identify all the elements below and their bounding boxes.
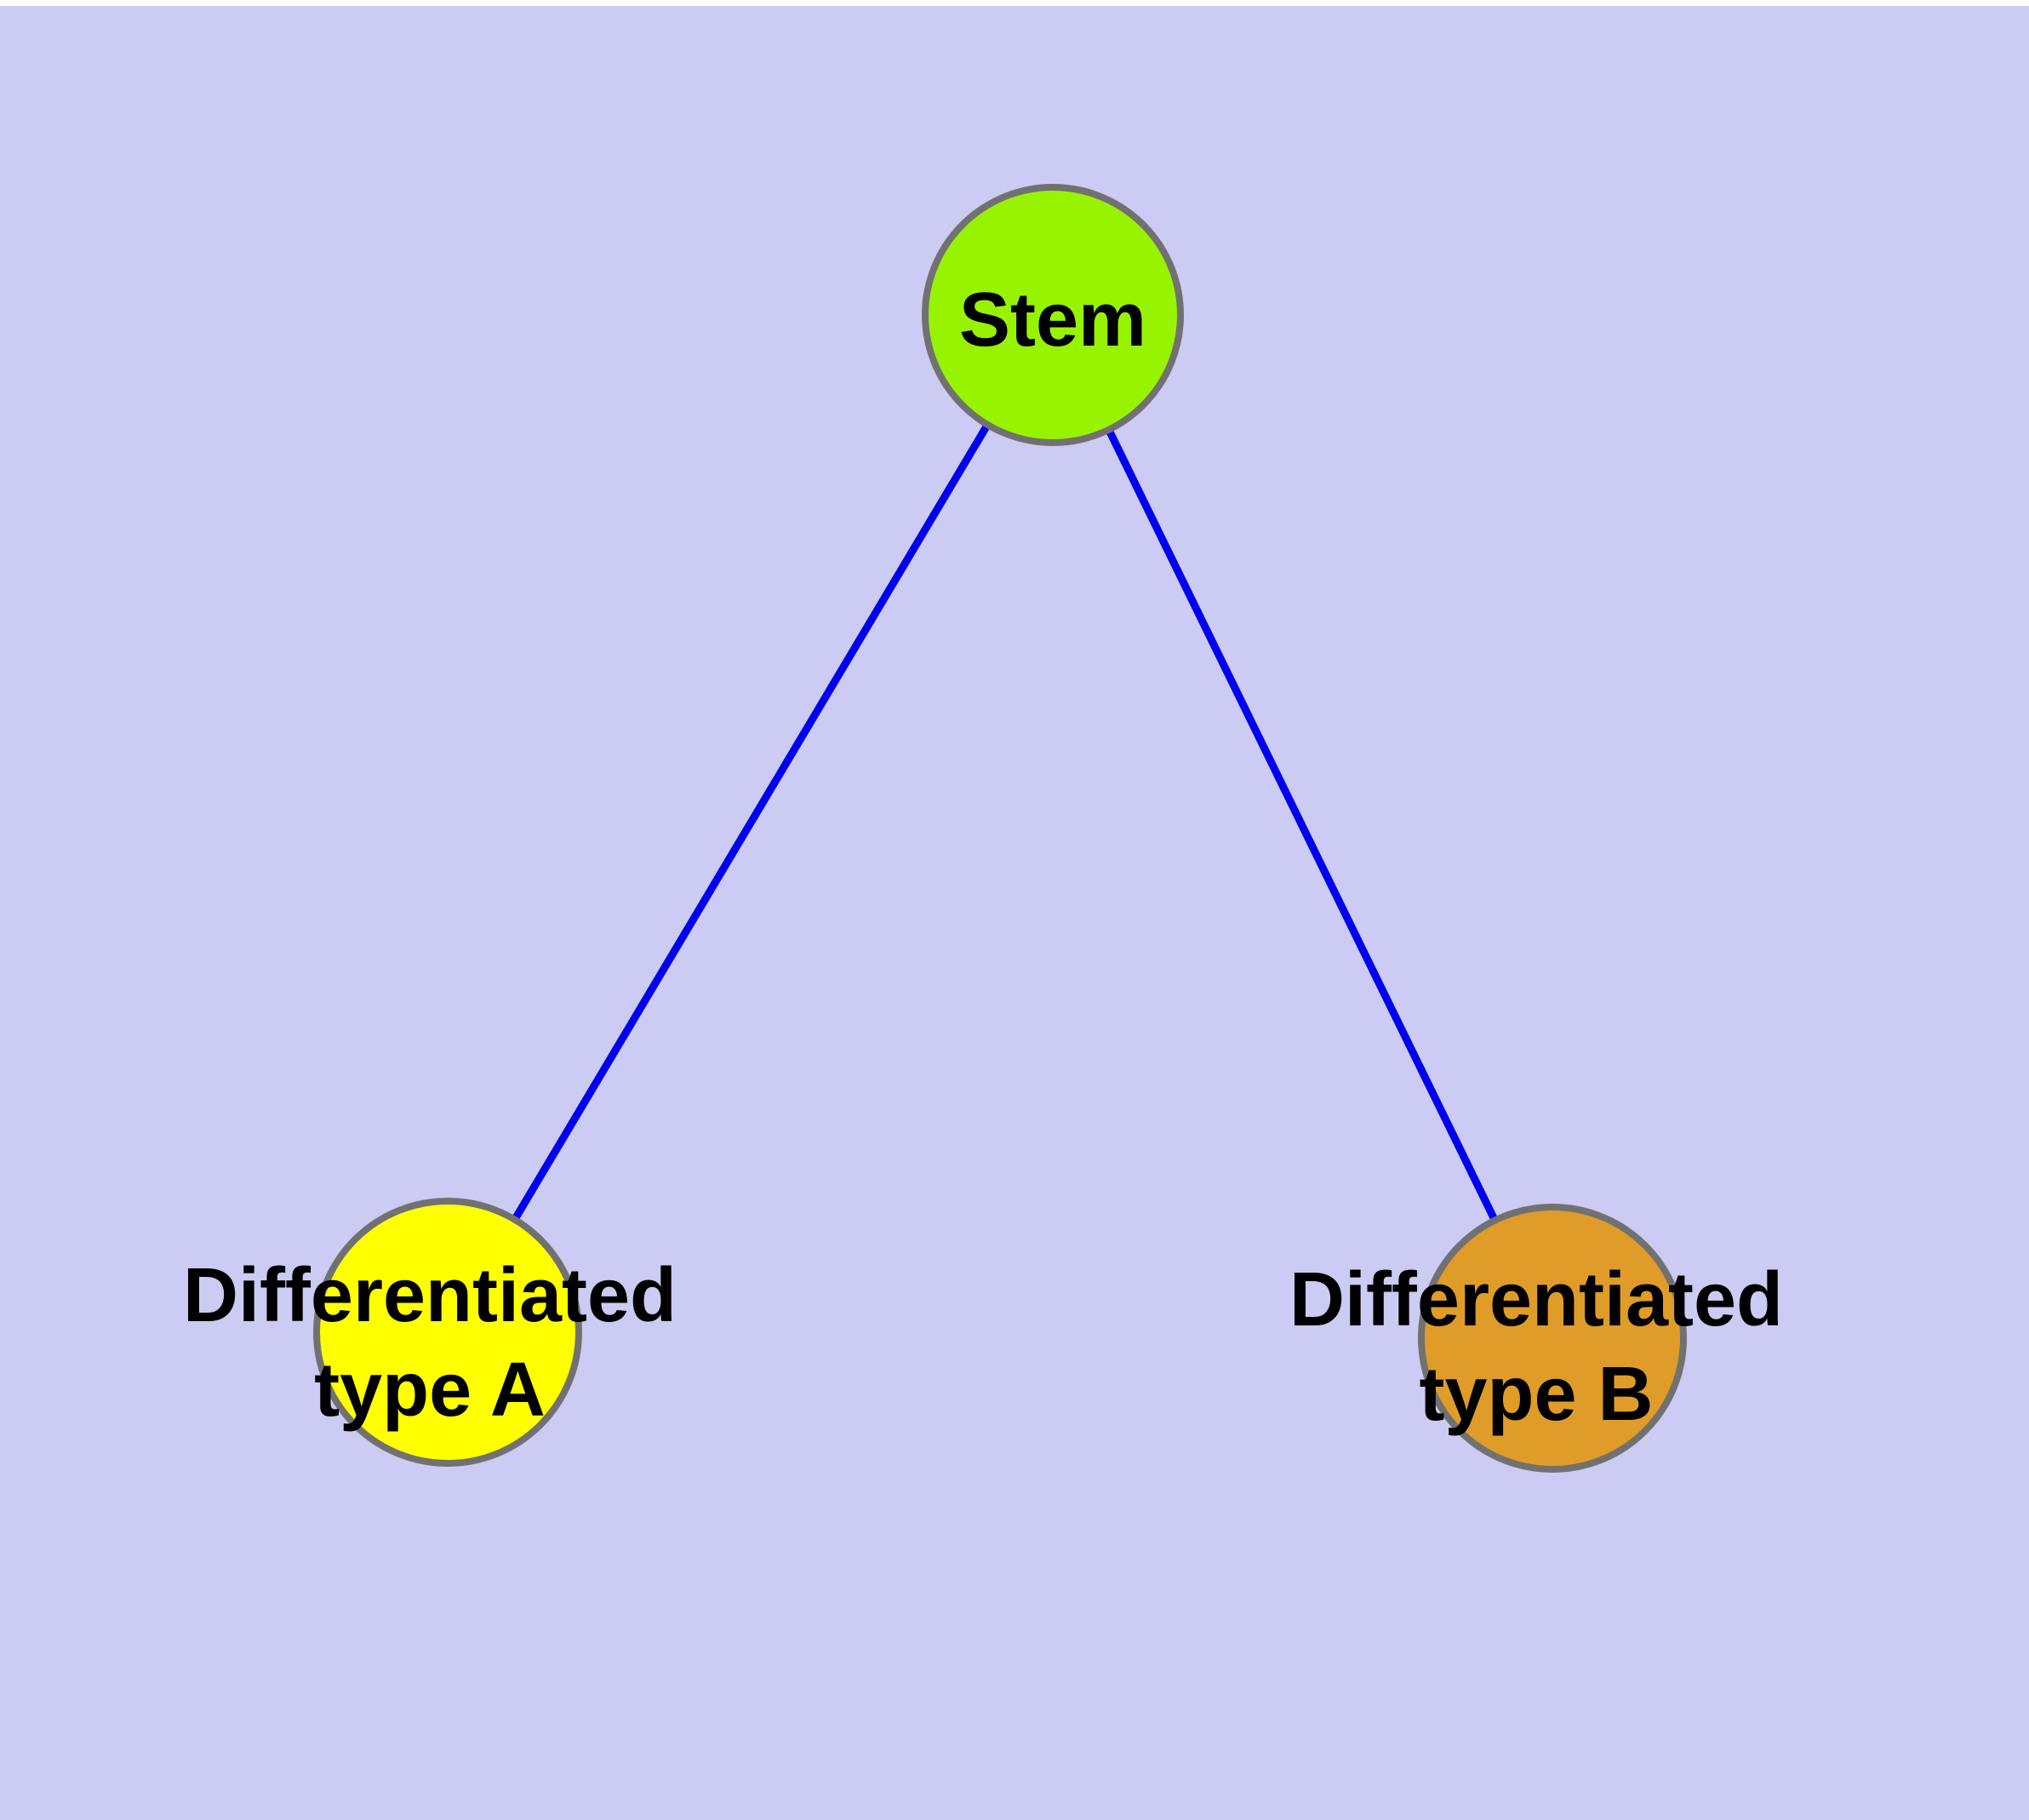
node-stem-circle <box>922 184 1184 446</box>
node-type-a-label-line2: type A <box>314 1348 546 1433</box>
node-type-a-label-line1: Differentiated <box>183 1253 677 1338</box>
node-type-a-circle <box>313 1198 582 1467</box>
edge-stem-to-type-a <box>444 312 1056 1335</box>
edge-stem-to-type-b <box>1049 313 1557 1340</box>
node-stem-label: Stem <box>959 278 1146 363</box>
node-type-b-circle <box>1418 1204 1687 1473</box>
node-type-b-label-line2: type B <box>1419 1352 1653 1437</box>
node-type-b-label-line1: Differentiated <box>1289 1257 1783 1342</box>
